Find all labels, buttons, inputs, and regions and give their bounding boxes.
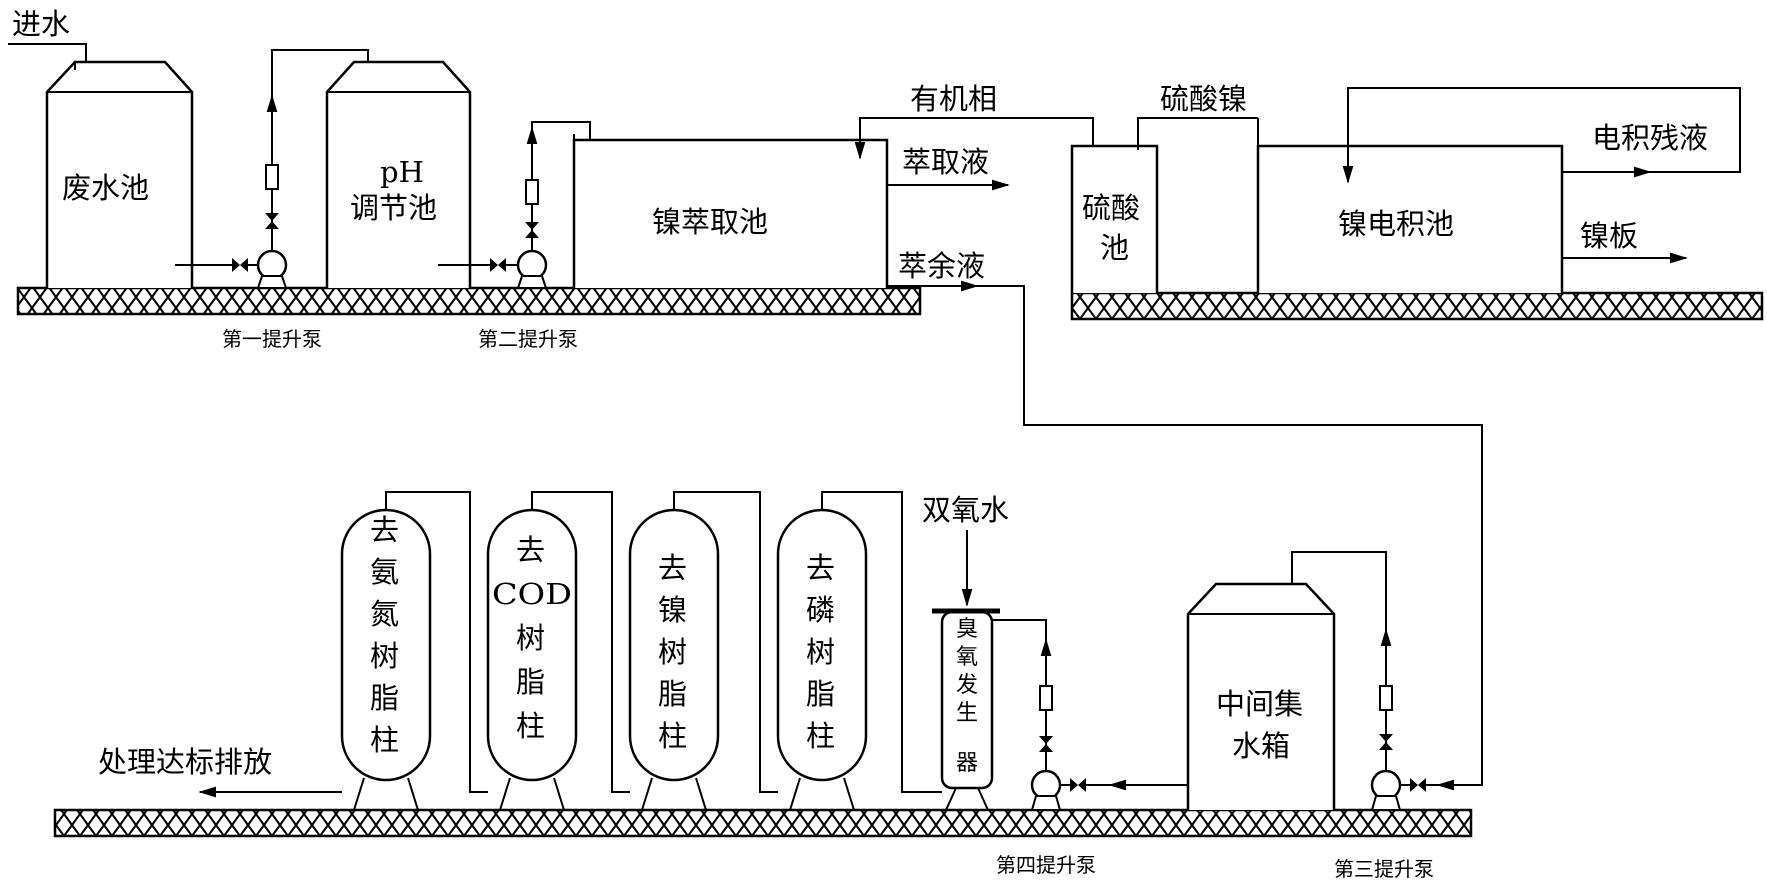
spent-electrolyte-label: 电积残液 (1592, 121, 1708, 155)
pump3-flowmeter-icon (1379, 685, 1393, 711)
pump2-flowmeter-icon (525, 179, 539, 205)
organic-phase-return-pipe (854, 117, 1094, 160)
pump1-valve-icon (232, 258, 248, 272)
nickel-extraction-label: 镍萃取池 (652, 205, 768, 239)
raffinate-label: 萃余液 (898, 249, 985, 283)
svg-text:树: 树 (806, 635, 835, 669)
wastewater-tank (45, 60, 194, 288)
pump4-icon (1030, 769, 1062, 801)
svg-text:臭: 臭 (956, 617, 978, 642)
cod-resin-column (486, 508, 578, 782)
sulfuric-tank-label-2: 池 (1100, 231, 1129, 265)
svg-text:树: 树 (658, 635, 687, 669)
svg-text:脂: 脂 (806, 677, 835, 711)
electrowinning-tank (1256, 144, 1564, 293)
nickel-extraction-tank (572, 138, 889, 288)
ph-adjust-tank (325, 60, 472, 288)
svg-text:磷: 磷 (806, 593, 835, 627)
pump3-label: 第三提升泵 (1334, 857, 1434, 881)
svg-text:脂: 脂 (516, 665, 545, 699)
svg-text:柱: 柱 (370, 723, 399, 757)
ozone-to-phosphorus-pipe (821, 491, 942, 793)
pump4-valve-icon (1070, 778, 1086, 792)
nickel-column-label: 去 镍 树 脂 柱 (658, 551, 687, 753)
svg-text:脂: 脂 (658, 677, 687, 711)
svg-text:氨: 氨 (370, 555, 399, 589)
pump1-label: 第一提升泵 (222, 327, 322, 351)
svg-text:树: 树 (516, 621, 545, 655)
svg-text:器: 器 (956, 751, 978, 776)
pump2-icon (516, 249, 548, 281)
svg-text:镍: 镍 (658, 593, 687, 627)
phosphorus-column-label: 去 磷 树 脂 柱 (806, 551, 835, 753)
pump4-flowmeter-icon (1039, 685, 1053, 711)
pump2-valve-icon (490, 258, 506, 272)
ground-slab-top-right (1070, 291, 1764, 321)
phosphorus-resin-column (776, 508, 868, 782)
pump1-check-valve-icon (265, 213, 279, 229)
raffinate-to-pump3-pipe (977, 285, 1483, 791)
intermediate-tank (1186, 582, 1336, 810)
svg-text:生: 生 (956, 701, 978, 726)
pump3-valve-icon (1410, 778, 1426, 792)
wastewater-tank-label: 废水池 (62, 171, 149, 205)
spent-electrolyte-loop-pipe (1342, 87, 1741, 184)
nickel-sulfate-pipe (1137, 117, 1258, 150)
ground-slab-bottom (53, 808, 1473, 838)
pump1-flowmeter-icon (265, 164, 279, 190)
inlet-label: 进水 (12, 7, 70, 41)
svg-text:树: 树 (370, 639, 399, 673)
nickel-to-cod-pipe (531, 491, 630, 793)
phosphorus-to-nickel-pipe (673, 491, 778, 793)
organic-phase-label: 有机相 (910, 82, 997, 116)
sulfuric-tank-label-1: 硫酸 (1082, 191, 1140, 225)
ph-tank-label-2: 调节池 (350, 191, 437, 225)
pump4-check-valve-icon (1039, 736, 1053, 752)
pump3-check-valve-icon (1379, 734, 1393, 750)
intermediate-tank-label-1: 中间集 (1216, 687, 1303, 721)
ph-tank-label-1: pH (380, 155, 424, 189)
discharge-label: 处理达标排放 (98, 745, 272, 779)
svg-text:柱: 柱 (516, 709, 545, 743)
pump2-check-valve-icon (525, 222, 539, 238)
electrowinning-label: 镍电积池 (1338, 207, 1454, 241)
pump3-icon (1370, 769, 1402, 801)
pump1-icon (256, 249, 288, 281)
svg-text:去: 去 (370, 513, 399, 547)
intermediate-tank-label-2: 水箱 (1232, 729, 1290, 763)
svg-text:氮: 氮 (370, 597, 399, 631)
sulfuric-acid-tank (1070, 144, 1159, 293)
svg-text:柱: 柱 (806, 719, 835, 753)
ozone-generator-label: 臭 氧 发 生 器 (956, 617, 978, 776)
ammonia-resin-column (340, 508, 432, 782)
pump4-to-ozone-pipe (992, 619, 1047, 640)
nickel-sulfate-label: 硫酸镍 (1160, 82, 1247, 116)
svg-text:脂: 脂 (370, 681, 399, 715)
svg-text:去: 去 (806, 551, 835, 585)
hydrogen-peroxide-label: 双氧水 (922, 493, 1009, 527)
svg-text:氧: 氧 (956, 645, 978, 670)
svg-text:去: 去 (516, 533, 545, 567)
svg-text:COD: COD (492, 577, 572, 611)
nickel-resin-column (628, 508, 720, 782)
ammonia-column-label: 去 氨 氮 树 脂 柱 (370, 513, 399, 757)
extract-label: 萃取液 (902, 145, 989, 179)
pump2-label: 第二提升泵 (478, 327, 578, 351)
ground-slab-top-left (16, 286, 922, 316)
svg-text:柱: 柱 (658, 719, 687, 753)
cod-column-label: 去 COD 树 脂 柱 (492, 533, 572, 743)
svg-text:去: 去 (658, 551, 687, 585)
nickel-plate-label: 镍板 (1580, 219, 1638, 253)
svg-text:发: 发 (956, 673, 978, 698)
cod-to-ammonia-pipe (385, 491, 488, 793)
pump4-label: 第四提升泵 (996, 853, 1096, 877)
